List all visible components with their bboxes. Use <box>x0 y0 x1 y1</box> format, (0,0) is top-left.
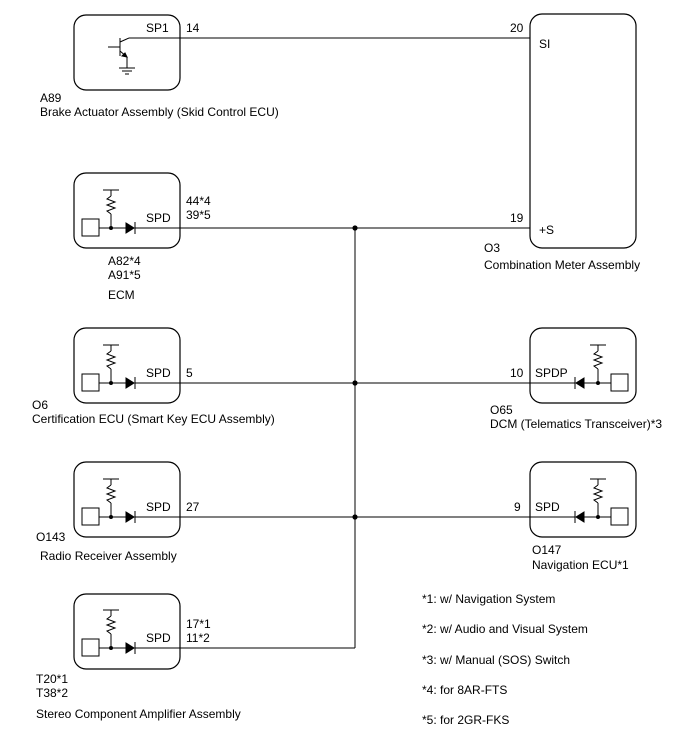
footnote: *1: w/ Navigation System <box>422 592 555 606</box>
footnote: *5: for 2GR-FKS <box>422 713 509 727</box>
radio-receiver-pin-number: 27 <box>186 500 200 514</box>
brake-actuator-component: SP1 14 A89 Brake Actuator Assembly (Skid… <box>40 14 279 119</box>
ecm-pin-label: SPD <box>146 211 171 225</box>
dcm-pin-number: 10 <box>510 366 524 380</box>
brake-actuator-pin-label: SP1 <box>146 21 169 35</box>
dcm-ref: O65 <box>490 403 513 417</box>
radio-receiver-component: SPD 27 O143 Radio Receiver Assembly <box>36 461 200 563</box>
footnotes: *1: w/ Navigation System *2: w/ Audio an… <box>422 592 588 727</box>
combination-meter-si-label: SI <box>539 37 550 51</box>
combination-meter-ref: O3 <box>484 241 500 255</box>
certification-ecu-component: SPD 5 O6 Certification ECU (Smart Key EC… <box>32 327 275 426</box>
certification-ecu-name: Certification ECU (Smart Key ECU Assembl… <box>32 412 275 426</box>
combination-meter-name: Combination Meter Assembly <box>484 258 640 272</box>
stereo-amp-pin-number-2: 11*2 <box>186 631 210 645</box>
radio-receiver-name: Radio Receiver Assembly <box>40 549 177 563</box>
certification-ecu-box <box>73 327 181 404</box>
certification-ecu-pin-label: SPD <box>146 366 171 380</box>
brake-actuator-ref: A89 <box>40 91 62 105</box>
combination-meter-component: 20 SI 19 +S O3 Combination Meter Assembl… <box>484 13 640 272</box>
ecm-name: ECM <box>108 288 135 302</box>
dcm-component: 10 SPDP O65 DCM (Telematics Transceiver)… <box>490 327 662 431</box>
ecm-sensor-icon <box>81 189 180 237</box>
radio-receiver-box <box>73 461 181 538</box>
navigation-ecu-name: Navigation ECU*1 <box>532 558 629 572</box>
footnote: *3: w/ Manual (SOS) Switch <box>422 653 570 667</box>
navigation-ecu-pin-number: 9 <box>514 500 521 514</box>
stereo-amp-ref-1: T20*1 <box>36 672 68 686</box>
ecm-ref-2: A91*5 <box>108 268 141 282</box>
brake-actuator-pin-number: 14 <box>186 21 200 35</box>
brake-actuator-box <box>73 14 181 91</box>
footnote: *4: for 8AR-FTS <box>422 683 507 697</box>
certification-ecu-ref: O6 <box>32 398 48 412</box>
dcm-box <box>529 327 637 404</box>
stereo-amp-sensor-icon <box>81 609 180 657</box>
junction-dot <box>352 225 358 231</box>
stereo-amp-ref-2: T38*2 <box>36 686 68 700</box>
radio-receiver-sensor-icon <box>81 478 180 526</box>
combination-meter-s-pin-number: 19 <box>510 211 524 225</box>
combination-meter-box <box>529 13 637 249</box>
ecm-pin-number-1: 44*4 <box>186 194 211 208</box>
ecm-box <box>73 172 181 249</box>
combination-meter-si-pin-number: 20 <box>510 21 524 35</box>
certification-ecu-sensor-icon <box>81 344 180 392</box>
junction-dot <box>352 380 358 386</box>
combination-meter-s-label: +S <box>539 223 554 237</box>
navigation-ecu-pin-label: SPD <box>535 500 560 514</box>
radio-receiver-pin-label: SPD <box>146 500 171 514</box>
navigation-ecu-sensor-icon <box>530 478 629 526</box>
footnote: *2: w/ Audio and Visual System <box>422 622 588 636</box>
junction-dot <box>352 514 358 520</box>
navigation-ecu-box <box>529 461 637 538</box>
wires <box>180 37 530 649</box>
stereo-amp-box <box>73 593 181 670</box>
dcm-sensor-icon <box>530 344 629 392</box>
ecm-pin-number-2: 39*5 <box>186 208 211 222</box>
brake-actuator-name: Brake Actuator Assembly (Skid Control EC… <box>40 105 279 119</box>
navigation-ecu-component: 9 SPD O147 Navigation ECU*1 <box>514 461 637 572</box>
radio-receiver-ref: O143 <box>36 530 66 544</box>
transistor-icon <box>108 37 180 75</box>
stereo-amp-pin-label: SPD <box>146 631 171 645</box>
stereo-amp-pin-number-1: 17*1 <box>186 617 211 631</box>
certification-ecu-pin-number: 5 <box>186 366 193 380</box>
stereo-amp-component: SPD 17*1 11*2 T20*1 T38*2 Stereo Compone… <box>36 593 241 721</box>
navigation-ecu-ref: O147 <box>532 543 562 557</box>
ecm-component: SPD 44*4 39*5 A82*4 A91*5 ECM <box>73 172 211 302</box>
dcm-pin-label: SPDP <box>535 366 568 380</box>
ecm-ref-1: A82*4 <box>108 254 141 268</box>
stereo-amp-name: Stereo Component Amplifier Assembly <box>36 707 241 721</box>
dcm-name: DCM (Telematics Transceiver)*3 <box>490 417 662 431</box>
